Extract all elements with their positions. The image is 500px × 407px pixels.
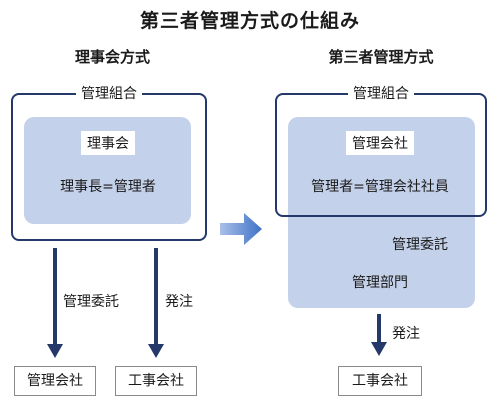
- left-arrow-order-label: 発注: [165, 294, 193, 310]
- right-arrow-order: [371, 314, 387, 356]
- left-arrow-management: [47, 248, 63, 358]
- right-company-note: 管理者=管理会社社員: [311, 179, 449, 195]
- left-board-label: 理事会: [81, 131, 135, 155]
- left-box-management-company: 管理会社: [14, 366, 96, 396]
- transition-arrow: [220, 213, 262, 245]
- right-frame: [275, 93, 487, 217]
- left-heading: 理事会方式: [74, 48, 150, 66]
- left-box-construction-company: 工事会社: [115, 366, 197, 396]
- left-arrow-management-label: 管理委託: [63, 294, 119, 310]
- right-company-label: 管理会社: [346, 131, 414, 155]
- right-box-construction-company: 工事会社: [338, 366, 422, 396]
- left-arrow-order: [148, 248, 164, 358]
- right-arrow-order-label: 発注: [392, 326, 420, 342]
- left-board-note: 理事長=管理者: [60, 179, 156, 195]
- diagram-title: 第三者管理方式の仕組み: [139, 10, 360, 32]
- right-arrow-management-label: 管理委託: [392, 237, 448, 253]
- left-frame-label: 管理組合: [76, 83, 142, 103]
- right-department-label: 管理部門: [352, 275, 408, 291]
- right-frame-label: 管理組合: [348, 83, 414, 103]
- right-heading: 第三者管理方式: [328, 48, 434, 66]
